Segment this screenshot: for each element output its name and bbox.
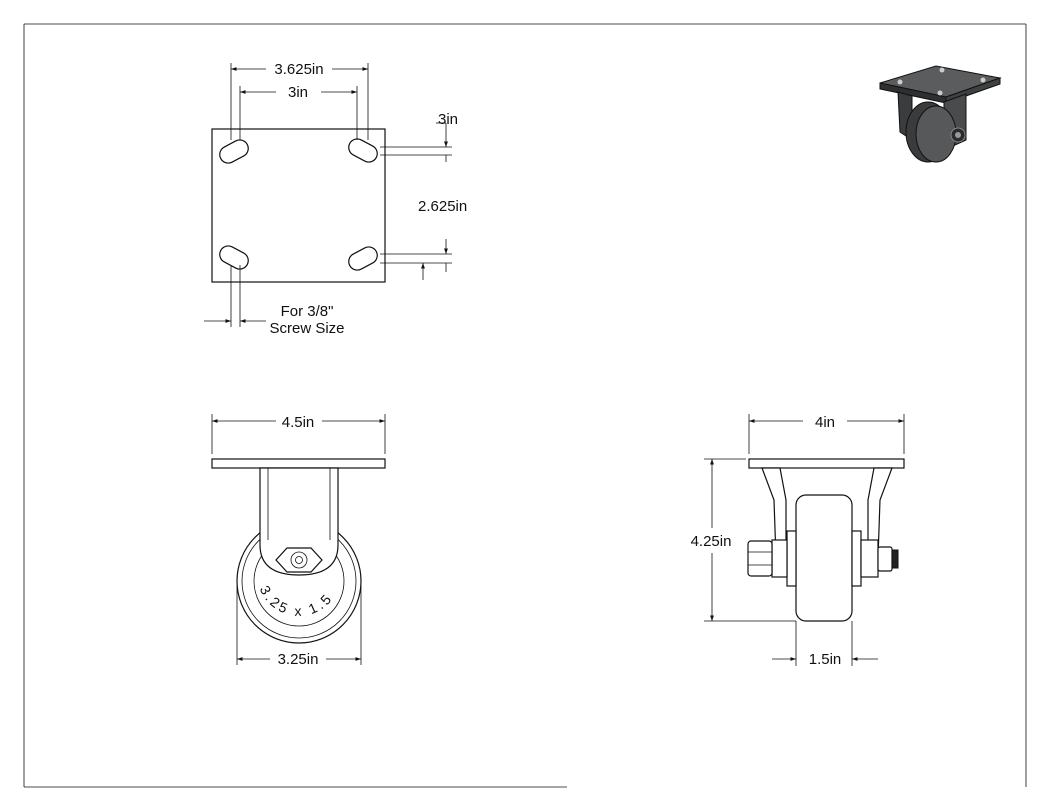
sheet-border [23, 23, 1027, 788]
mounting-slot [348, 138, 378, 163]
dim-plate-outer-height: 2.625in [418, 198, 467, 215]
mounting-slot [219, 245, 249, 270]
dim-overall-width-front: 4.5in [282, 414, 315, 431]
dim-hole-spacing-height: 3in [438, 111, 458, 128]
top-view-mounting-plate: 3.625in 3in 3in 2.625in For 3/8" Screw S… [204, 61, 467, 337]
mounting-slot [219, 139, 249, 164]
dim-overall-height: 4.25in [691, 533, 732, 550]
dim-hole-spacing-width: 3in [288, 84, 308, 101]
dim-plate-outer-width: 3.625in [274, 61, 323, 78]
screw-size-note-line2: Screw Size [269, 320, 344, 337]
axle-nut [275, 547, 323, 573]
dim-wheel-diameter: 3.25in [278, 651, 319, 668]
screw-size-note-line1: For 3/8" [281, 303, 334, 320]
isometric-caster-render [879, 65, 1002, 163]
side-view-caster: 4in 4.25in 1.5in [691, 414, 905, 668]
mounting-slot [348, 246, 378, 271]
axle-nut [747, 540, 773, 577]
dim-overall-width-side: 4in [815, 414, 835, 431]
axle-bolt-head [877, 546, 899, 572]
dim-wheel-width: 1.5in [809, 651, 842, 668]
front-view-caster: 3.25 x 1.5 4.5in 3.25in [211, 414, 386, 668]
